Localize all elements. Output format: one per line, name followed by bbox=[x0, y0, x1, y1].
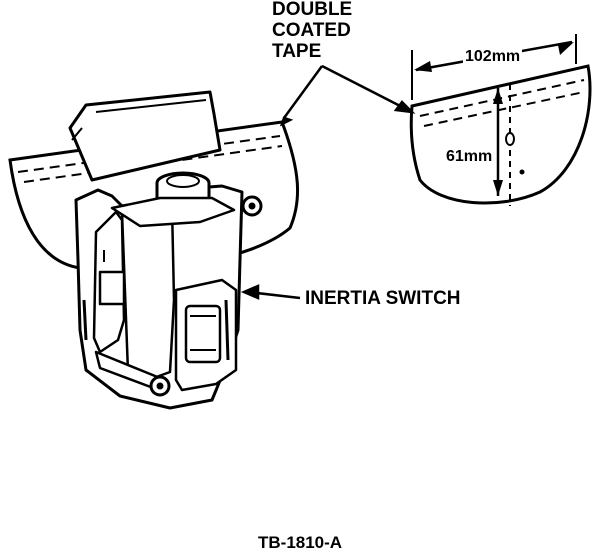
double-coated-tape-label: DOUBLE COATED TAPE bbox=[272, 0, 352, 63]
inertia-switch-label: INERTIA SWITCH bbox=[305, 288, 461, 309]
tape-label-line-1: DOUBLE bbox=[272, 0, 353, 20]
figure-id: TB-1810-A bbox=[258, 533, 343, 552]
width-dimension-label: 102mm bbox=[463, 48, 523, 65]
tape-label-line-3: TAPE bbox=[272, 41, 322, 62]
tape-label-line-2: COATED bbox=[272, 20, 351, 41]
inertia-switch-body bbox=[68, 90, 263, 410]
leader-lines bbox=[240, 64, 416, 300]
height-dimension-label: 61mm bbox=[445, 148, 494, 165]
tape-detail-inset bbox=[409, 34, 592, 206]
